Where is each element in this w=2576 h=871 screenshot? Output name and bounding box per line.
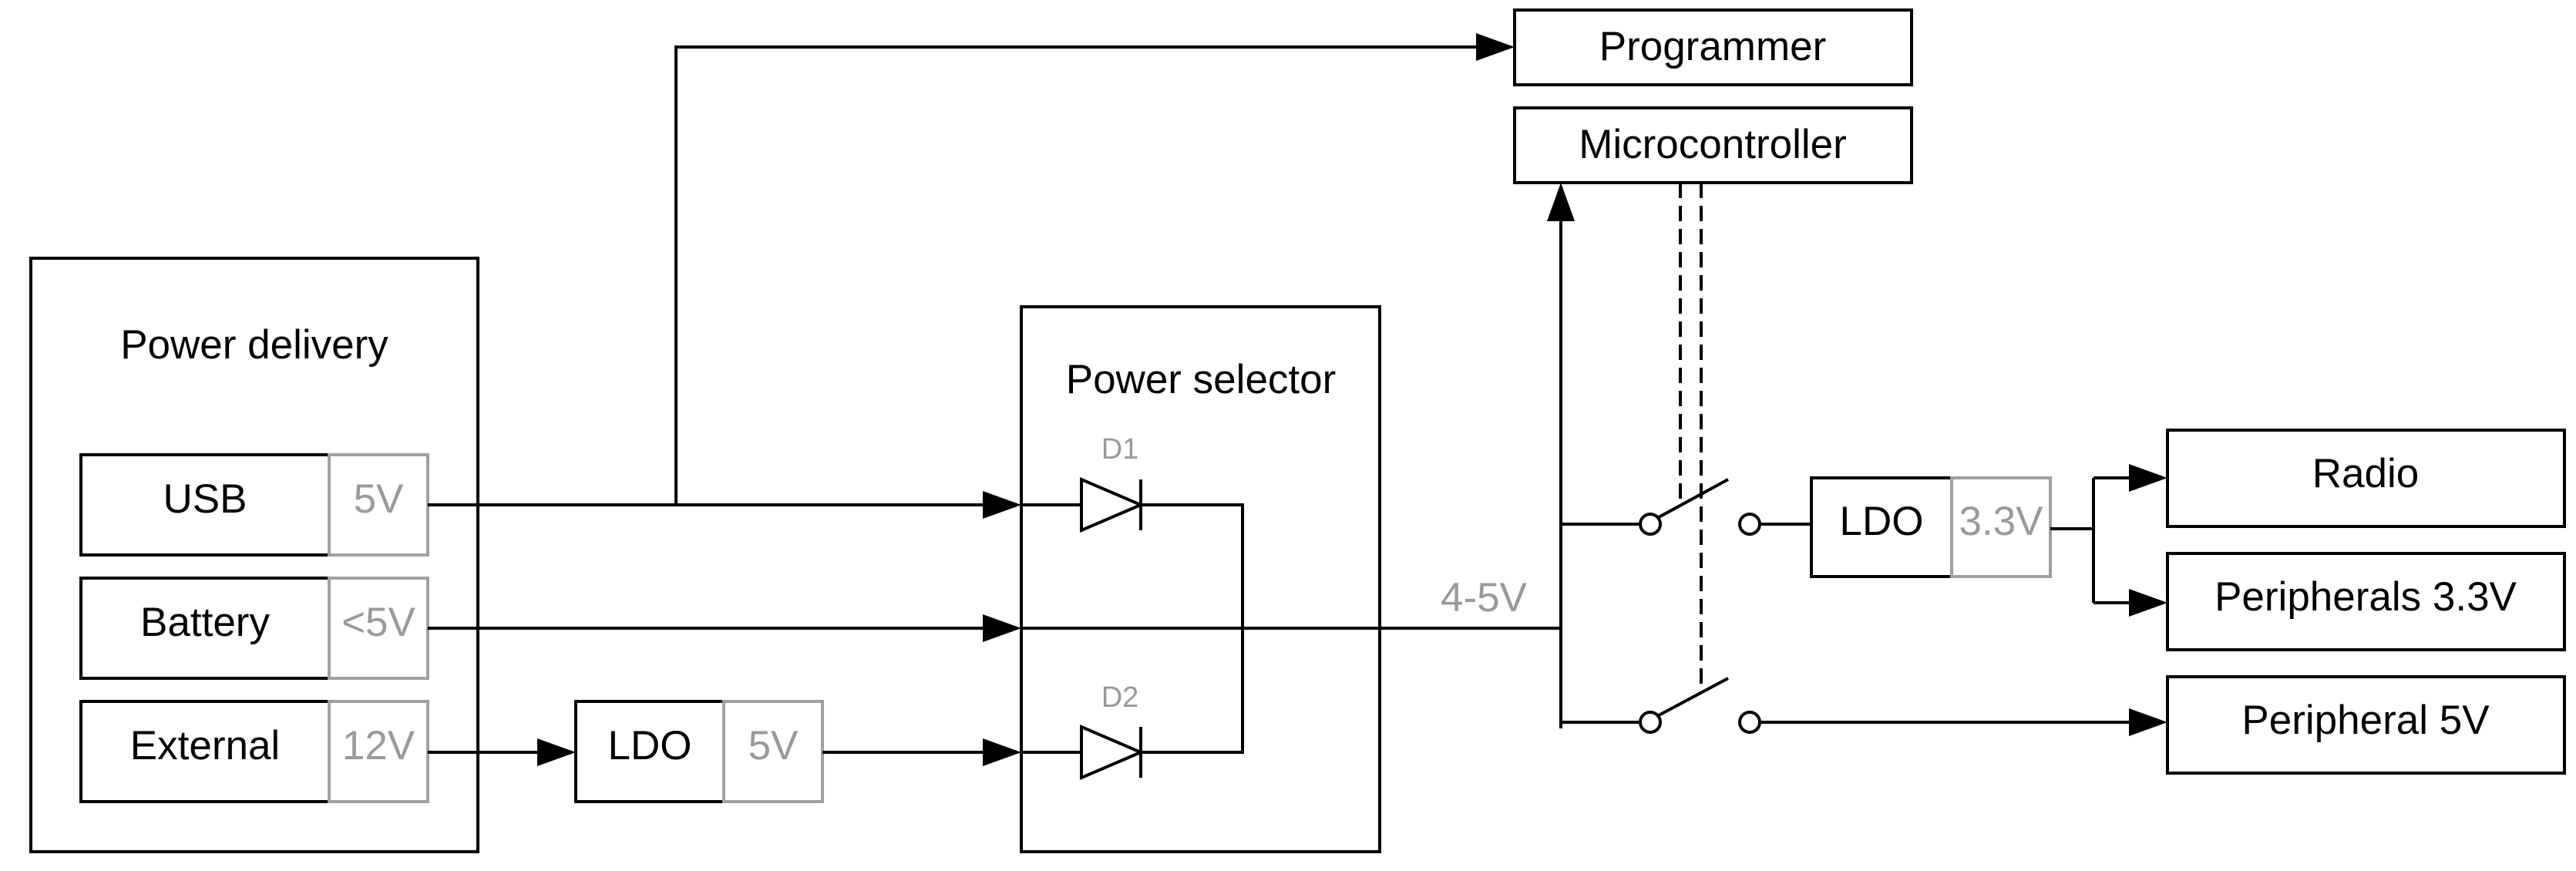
radio-box bbox=[2166, 429, 2566, 528]
external-voltage-box bbox=[328, 700, 429, 803]
bus-voltage-label: 4-5V bbox=[1441, 575, 1528, 620]
power-selector-block: Power selector D1 D2 bbox=[1020, 305, 1381, 853]
usb-box bbox=[79, 453, 331, 557]
programmer-label: Programmer bbox=[1599, 24, 1827, 69]
peripherals-33-block: Peripherals 3.3V bbox=[2166, 552, 2566, 651]
external-voltage: 12V bbox=[342, 723, 415, 768]
peripheral-5v-block: Peripheral 5V bbox=[2166, 675, 2566, 775]
external-source: External 12V bbox=[79, 700, 429, 803]
microcontroller-label: Microcontroller bbox=[1579, 122, 1847, 167]
usb-to-programmer-wire bbox=[674, 45, 1476, 505]
upper-switch-contact-right bbox=[1738, 513, 1761, 536]
lower-switch-blade bbox=[1658, 677, 1729, 717]
radio-ldo-label: LDO bbox=[1840, 499, 1924, 544]
lower-switch-contact-left bbox=[1639, 711, 1662, 734]
external-ldo-label: LDO bbox=[608, 723, 692, 768]
peripheral-5v-box bbox=[2166, 675, 2566, 775]
external-box bbox=[79, 700, 331, 803]
radio-ldo-voltage-box bbox=[1950, 476, 2052, 578]
external-ldo-voltage-box bbox=[722, 700, 824, 803]
battery-voltage-box bbox=[328, 577, 429, 680]
peripherals-33-label: Peripherals 3.3V bbox=[2214, 574, 2517, 620]
ldo-selector-arrow bbox=[983, 738, 1021, 766]
battery-arrow bbox=[983, 614, 1021, 642]
upper-switch-contact-left bbox=[1639, 513, 1662, 536]
upper-switch-blade bbox=[1658, 478, 1729, 519]
programmer-box bbox=[1513, 8, 1913, 86]
microcontroller-box bbox=[1513, 106, 1913, 184]
microcontroller-block: Microcontroller bbox=[1513, 106, 1913, 184]
external-ldo-arrow bbox=[537, 738, 576, 766]
lower-switch-contact-right bbox=[1738, 711, 1761, 734]
battery-label: Battery bbox=[140, 600, 270, 645]
power-selector-title: Power selector bbox=[1066, 357, 1337, 402]
peripheral-5v-arrow bbox=[2129, 708, 2167, 736]
radio-ldo: LDO 3.3V bbox=[1810, 476, 2052, 578]
external-ldo-voltage: 5V bbox=[748, 723, 799, 768]
peripherals-33-box bbox=[2166, 552, 2566, 651]
usb-label: USB bbox=[163, 476, 247, 522]
power-delivery-title: Power delivery bbox=[120, 322, 388, 368]
diode-d1-label: D1 bbox=[1101, 433, 1139, 466]
microcontroller-arrow bbox=[1547, 183, 1575, 221]
usb-voltage-box bbox=[328, 453, 429, 557]
usb-voltage: 5V bbox=[354, 476, 404, 522]
programmer-arrow bbox=[1476, 33, 1515, 61]
radio-ldo-voltage: 3.3V bbox=[1959, 499, 2043, 544]
programmer-block: Programmer bbox=[1513, 8, 1913, 86]
battery-source: Battery <5V bbox=[79, 577, 429, 680]
radio-ldo-box bbox=[1810, 476, 1953, 578]
external-ldo: LDO 5V bbox=[574, 700, 824, 803]
usb-source: USB 5V bbox=[79, 453, 429, 557]
battery-voltage: <5V bbox=[341, 600, 415, 645]
peripheral-5v-label: Peripheral 5V bbox=[2241, 698, 2490, 743]
external-label: External bbox=[130, 723, 280, 768]
radio-arrow bbox=[2129, 464, 2167, 492]
power-delivery-block: Power delivery USB 5V Battery <5V Extern… bbox=[29, 257, 479, 853]
radio-block: Radio bbox=[2166, 429, 2566, 528]
radio-label: Radio bbox=[2312, 451, 2419, 496]
external-ldo-box bbox=[574, 700, 725, 803]
usb-arrow bbox=[983, 491, 1021, 519]
diode-d2-label: D2 bbox=[1101, 681, 1139, 714]
wiring bbox=[428, 33, 2167, 766]
peripherals-33-arrow bbox=[2129, 589, 2167, 617]
